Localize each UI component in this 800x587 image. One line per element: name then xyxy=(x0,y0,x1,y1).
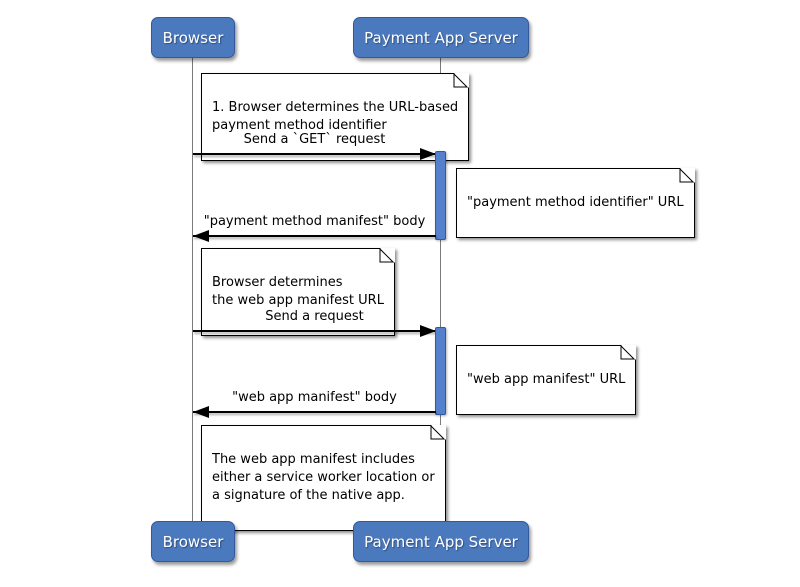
note-fold-icon xyxy=(679,168,695,183)
note-text: The web app manifest includes either a s… xyxy=(212,452,435,503)
note-payment-method-identifier-url: "payment method identifier" URL xyxy=(456,168,695,238)
arrowhead-right-icon xyxy=(420,325,436,337)
actor-browser-top-label: Browser xyxy=(162,28,224,47)
actor-server-bottom: Payment App Server xyxy=(353,521,529,562)
note-text: Browser determines the web app manifest … xyxy=(212,275,384,308)
note-fold-icon xyxy=(620,345,637,360)
arrowhead-left-icon xyxy=(193,230,209,242)
note-payment-method-identifier-determination: 1. Browser determines the URL-based paym… xyxy=(201,73,470,161)
actor-server-top: Payment App Server xyxy=(353,17,529,58)
note-web-app-manifest-url: "web app manifest" URL xyxy=(456,345,637,415)
note-fold-icon xyxy=(379,248,395,263)
actor-server-top-label: Payment App Server xyxy=(364,28,518,47)
note-fold-icon xyxy=(430,425,446,440)
message-send-request-line xyxy=(193,330,436,332)
message-payment-method-manifest-body-line xyxy=(193,235,436,237)
note-text: 1. Browser determines the URL-based paym… xyxy=(212,100,459,133)
message-send-request-label: Send a request xyxy=(265,309,364,324)
message-payment-method-manifest-body-label: "payment method manifest" body xyxy=(203,214,426,229)
arrowhead-right-icon xyxy=(420,148,436,160)
actor-browser-top: Browser xyxy=(151,17,235,58)
message-send-get-request-label: Send a `GET` request xyxy=(243,132,386,147)
note-fold-icon xyxy=(453,73,470,88)
note-web-app-manifest-contents: The web app manifest includes either a s… xyxy=(201,425,446,531)
note-browser-determines-manifest-url: Browser determines the web app manifest … xyxy=(201,248,395,336)
note-text: "payment method identifier" URL xyxy=(467,195,684,210)
lifeline-browser xyxy=(192,58,193,522)
activation-server-1 xyxy=(435,151,446,240)
message-web-app-manifest-body-line xyxy=(193,411,436,413)
actor-server-bottom-label: Payment App Server xyxy=(364,532,518,551)
arrowhead-left-icon xyxy=(193,406,209,418)
message-send-get-request-line xyxy=(193,153,436,155)
lifeline-payment-app-server xyxy=(440,58,441,522)
activation-server-2 xyxy=(435,327,446,415)
actor-browser-bottom-label: Browser xyxy=(162,532,224,551)
note-text: "web app manifest" URL xyxy=(467,372,626,387)
message-web-app-manifest-body-label: "web app manifest" body xyxy=(232,390,397,405)
actor-browser-bottom: Browser xyxy=(151,521,235,562)
